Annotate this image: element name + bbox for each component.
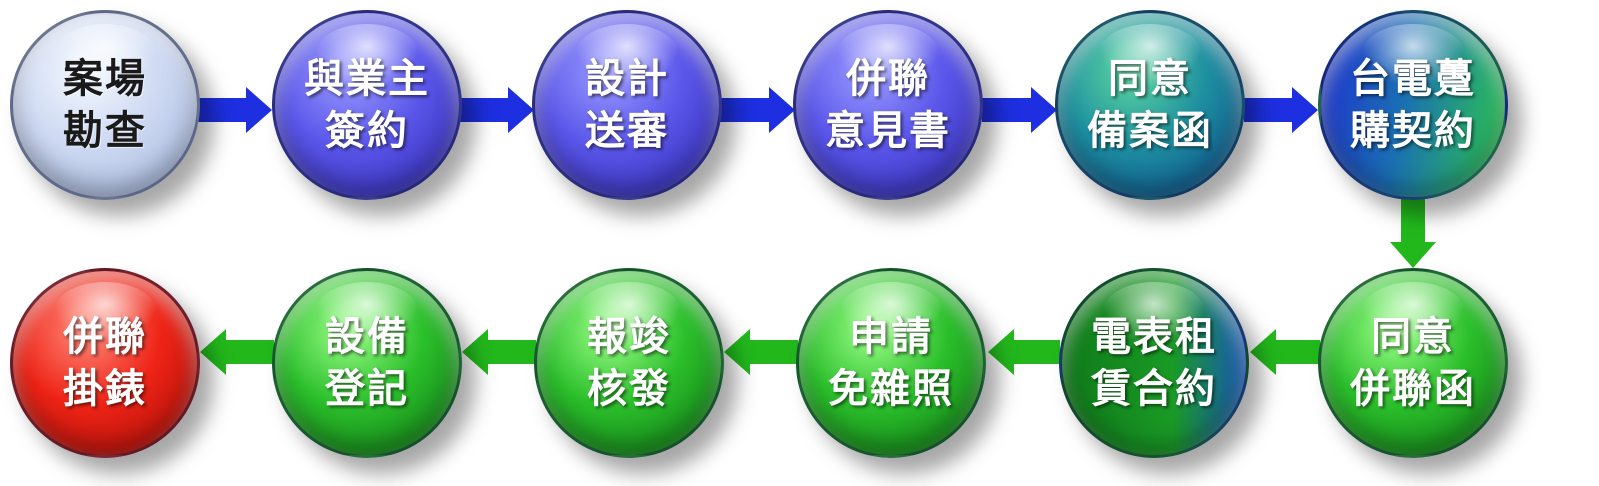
- step-label: 併聯 掛錶: [63, 311, 147, 415]
- step-meter-lease: 電表租 賃合約: [1059, 268, 1249, 458]
- step-label-line: 登記: [325, 366, 409, 412]
- step-label-line: 賃合約: [1091, 366, 1217, 412]
- step-label-line: 勘查: [63, 108, 147, 154]
- arrow-left: [988, 329, 1060, 375]
- step-label-line: 簽約: [325, 108, 409, 154]
- step-label: 設備 登記: [325, 311, 409, 415]
- arrow-right: [720, 87, 795, 133]
- arrow-right: [198, 87, 272, 133]
- arrow-left: [462, 329, 536, 375]
- step-owner-contract: 與業主 簽約: [272, 10, 462, 200]
- step-label-line: 送審: [585, 108, 669, 154]
- step-grid-consent: 同意 併聯函: [1318, 268, 1508, 458]
- step-label-line: 同意: [1371, 314, 1455, 360]
- step-label: 台電躉 購契約: [1350, 53, 1476, 157]
- arrow-left: [1250, 329, 1320, 375]
- step-label: 併聯 意見書: [825, 53, 951, 157]
- step-label: 設計 送審: [585, 53, 669, 157]
- step-label: 同意 備案函: [1087, 53, 1213, 157]
- step-label-line: 免雜照: [828, 366, 954, 412]
- step-label-line: 購契約: [1350, 108, 1476, 154]
- step-label-line: 台電躉: [1350, 56, 1476, 102]
- step-label: 報竣 核發: [587, 311, 671, 415]
- arrow-left: [724, 329, 798, 375]
- step-license-exemption: 申請 免雜照: [796, 268, 986, 458]
- step-grid-opinion: 併聯 意見書: [793, 10, 983, 200]
- step-label-line: 申請: [849, 314, 933, 360]
- step-power-purchase: 台電躉 購契約: [1318, 10, 1508, 200]
- step-completion-approval: 報竣 核發: [534, 268, 724, 458]
- step-label: 與業主 簽約: [304, 53, 430, 157]
- arrow-down: [1390, 198, 1436, 268]
- step-label-line: 設備: [325, 314, 409, 360]
- step-label: 申請 免雜照: [828, 311, 954, 415]
- step-grid-connection: 併聯 掛錶: [10, 268, 200, 458]
- step-design-submission: 設計 送審: [532, 10, 722, 200]
- step-label-line: 報竣: [587, 314, 671, 360]
- step-label-line: 電表租: [1091, 314, 1217, 360]
- step-label-line: 併聯: [63, 314, 147, 360]
- step-label-line: 意見書: [825, 108, 951, 154]
- step-label: 同意 併聯函: [1350, 311, 1476, 415]
- step-label-line: 掛錶: [63, 366, 147, 412]
- step-site-survey: 案場 勘查: [10, 10, 200, 200]
- step-equipment-registration: 設備 登記: [272, 268, 462, 458]
- step-label-line: 核發: [587, 366, 671, 412]
- step-label-line: 設計: [585, 56, 669, 102]
- arrow-right: [460, 87, 534, 133]
- arrow-left: [200, 329, 274, 375]
- step-label: 案場 勘查: [63, 53, 147, 157]
- step-label-line: 同意: [1108, 56, 1192, 102]
- step-label: 電表租 賃合約: [1091, 311, 1217, 415]
- step-approval-letter: 同意 備案函: [1055, 10, 1245, 200]
- step-label-line: 與業主: [304, 56, 430, 102]
- arrow-right: [982, 87, 1057, 133]
- arrow-right: [1244, 87, 1318, 133]
- step-label-line: 備案函: [1087, 108, 1213, 154]
- step-label-line: 併聯: [846, 56, 930, 102]
- step-label-line: 案場: [63, 56, 147, 102]
- step-label-line: 併聯函: [1350, 366, 1476, 412]
